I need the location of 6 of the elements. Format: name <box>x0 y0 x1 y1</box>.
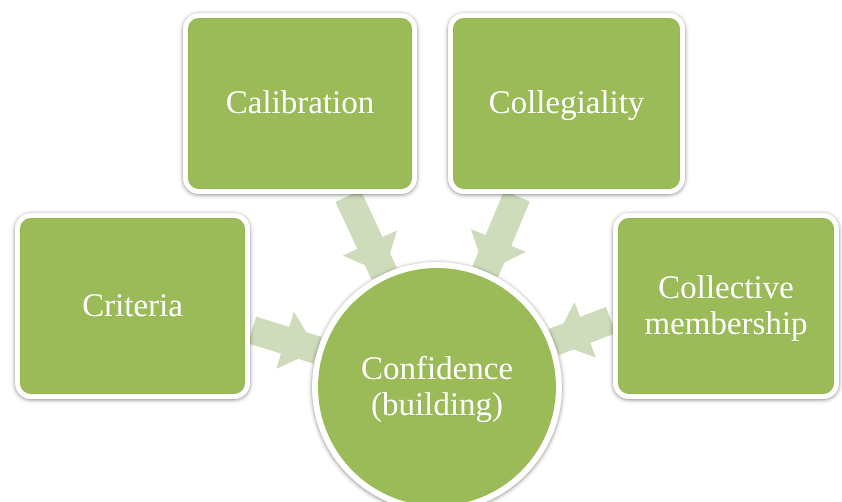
node-label: Collegiality <box>488 85 646 122</box>
node-label: Confidence (building) <box>360 350 514 424</box>
node-label: Criteria <box>81 288 184 324</box>
node-label: Collective membership <box>643 270 809 342</box>
node-label: Calibration <box>224 85 376 122</box>
block-arrow <box>248 312 322 369</box>
